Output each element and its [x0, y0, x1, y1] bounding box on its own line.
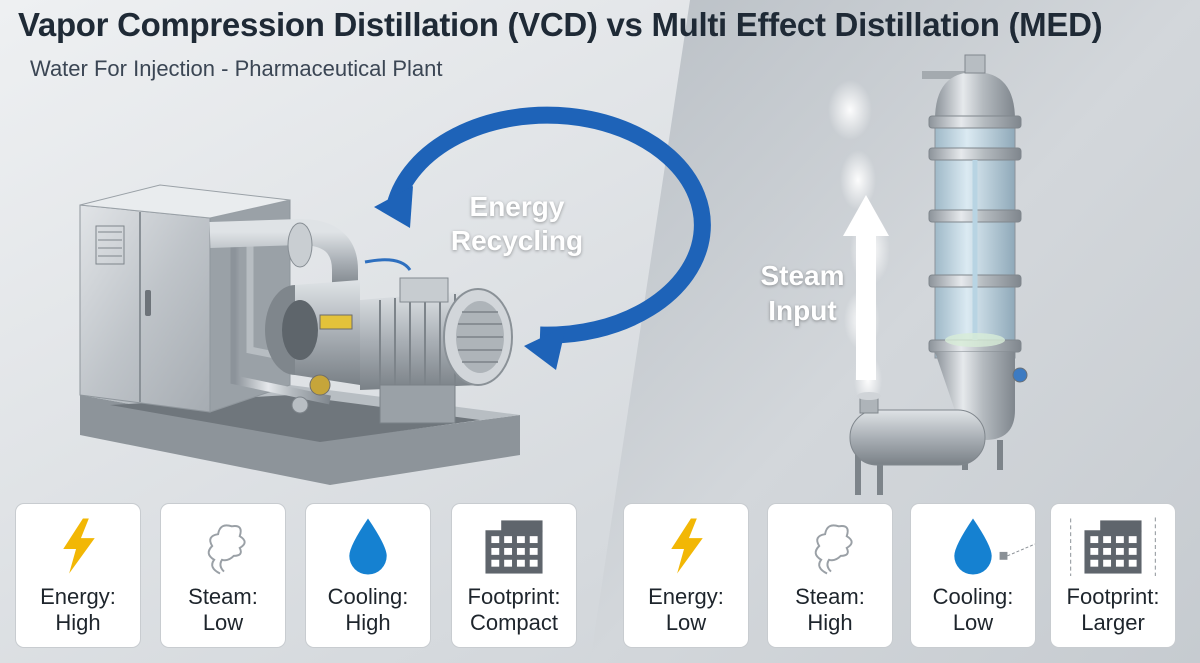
energy-recycling-label-line2: Recycling	[450, 225, 584, 256]
lightning-icon	[671, 518, 703, 574]
card-value: Low	[202, 610, 244, 635]
card-label: Footprint:	[467, 584, 561, 609]
energy-recycling-label-line1: Energy	[469, 191, 565, 222]
steam-input-label-line2: Input	[768, 295, 837, 326]
med-card-energy: Energy: Low	[623, 503, 749, 648]
water-drop-icon	[349, 518, 387, 575]
card-value: Larger	[1081, 610, 1145, 635]
page-title: Vapor Compression Distillation (VCD) vs …	[18, 6, 1103, 43]
steam-cloud-icon	[814, 524, 853, 575]
med-card-steam: Steam: High	[767, 503, 893, 648]
vcd-card-steam: Steam: Low	[160, 503, 286, 648]
card-value: High	[55, 610, 101, 635]
right-background	[590, 0, 1200, 663]
steam-cloud-icon	[207, 524, 246, 575]
card-value: Low	[665, 610, 707, 635]
card-value: High	[807, 610, 853, 635]
lightning-icon	[63, 518, 95, 574]
page-subtitle: Water For Injection - Pharmaceutical Pla…	[30, 56, 443, 81]
building-icon	[1070, 516, 1156, 576]
vcd-card-footprint: Footprint: Compact	[451, 503, 577, 648]
card-label: Cooling:	[932, 584, 1014, 609]
steam-input-label-line1: Steam	[760, 260, 845, 291]
card-value: Compact	[469, 610, 559, 635]
card-label: Footprint:	[1066, 584, 1160, 609]
vcd-card-energy: Energy: High	[15, 503, 141, 648]
building-icon	[485, 520, 543, 574]
card-label: Energy:	[40, 584, 116, 609]
card-label: Steam:	[188, 584, 258, 609]
card-label: Cooling:	[327, 584, 409, 609]
card-value: Low	[952, 610, 994, 635]
card-label: Steam:	[795, 584, 865, 609]
card-value: High	[345, 610, 391, 635]
energy-recycling-label: Energy Recycling	[432, 190, 602, 258]
steam-input-label: Steam Input	[740, 258, 865, 328]
card-label: Energy:	[648, 584, 724, 609]
vcd-card-cooling: Cooling: High	[305, 503, 431, 648]
vcd-machine	[79, 184, 520, 485]
water-drop-icon	[954, 518, 1035, 575]
med-card-cooling: Cooling: Low	[910, 503, 1036, 648]
energy-recycling-arrow	[374, 106, 711, 370]
med-card-footprint: Footprint: Larger	[1050, 503, 1176, 648]
steam-input-arrow	[843, 195, 889, 380]
